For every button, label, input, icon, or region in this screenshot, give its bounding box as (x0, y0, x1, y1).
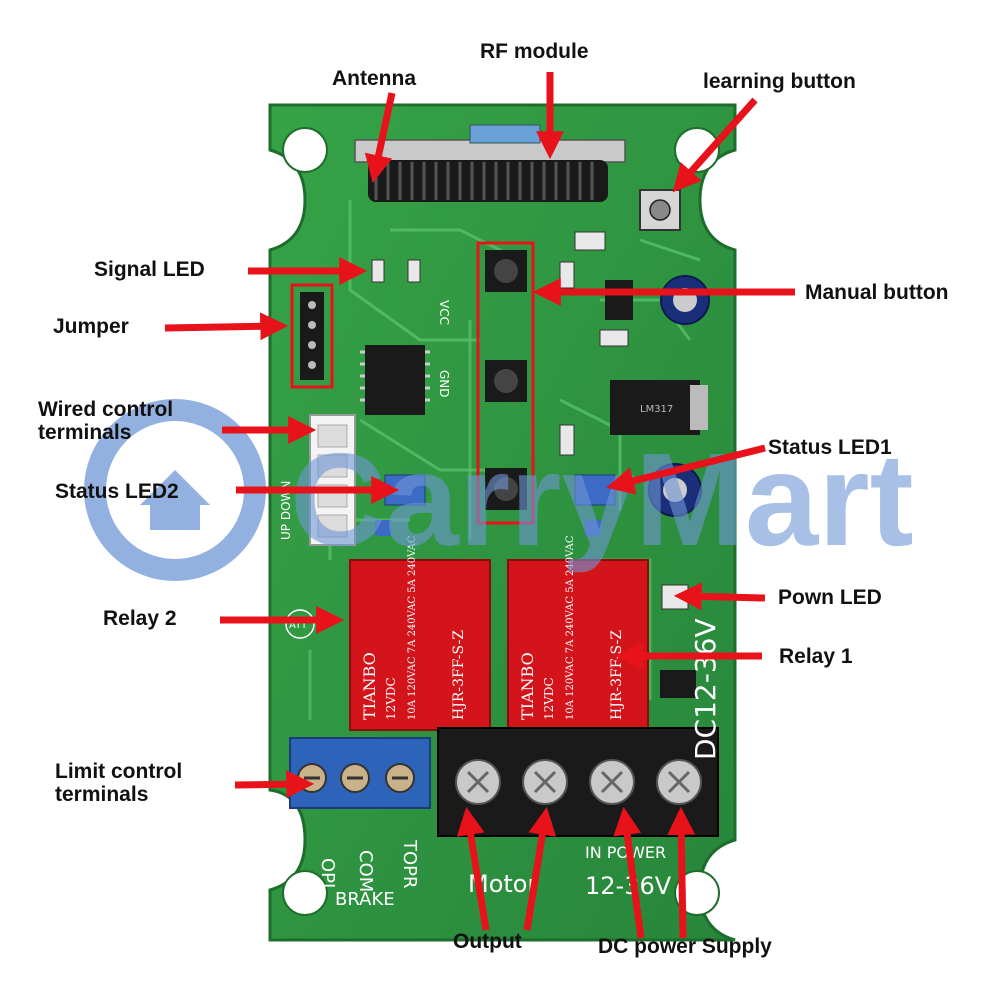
silk-vcc: VCC (437, 300, 451, 325)
label-status-led1: Status LED1 (768, 436, 892, 459)
label-rf-module: RF module (480, 40, 589, 63)
silk-att: ATT (289, 620, 308, 631)
silk-updown: UP DOWN (279, 481, 293, 540)
jumper (290, 283, 334, 389)
silk-dc: DC12-36V (689, 618, 722, 760)
relay-coil-1: 12VDC (384, 677, 398, 720)
arrow-learning-button (672, 97, 758, 193)
label-pown-led: Pown LED (778, 586, 882, 609)
relay-ratings-2: 10A 120VAC 7A 240VAC 5A 240VAC (565, 535, 576, 720)
label-signal-led: Signal LED (94, 258, 205, 281)
relay-brand-1: TIANBO (360, 652, 379, 720)
learning-button (639, 189, 681, 231)
arrow-pown-led (673, 582, 766, 611)
voltage-regulator: LM317 (610, 380, 708, 435)
limit-terminal-block (289, 737, 431, 809)
label-limit-control-2: terminals (55, 783, 149, 806)
relay-2 (349, 559, 491, 731)
silk-topr: TOPR (399, 839, 420, 889)
silk-voltage: 12-36V (585, 872, 672, 900)
label-dc-power: DC power Supply (598, 935, 772, 958)
label-jumper: Jumper (53, 315, 129, 338)
label-wired-control-2: terminals (38, 421, 132, 444)
label-status-led2: Status LED2 (55, 480, 179, 503)
arrow-output-1 (456, 806, 490, 931)
relay-ratings-1: 10A 120VAC 7A 240VAC 5A 240VAC (407, 535, 418, 720)
arrow-antenna (364, 92, 396, 183)
relay-brand-2: TIANBO (518, 652, 537, 720)
arrow-power-2 (667, 806, 696, 939)
relay-model-1: HJR-3FF-S-Z (451, 630, 467, 720)
label-limit-control-1: Limit control (55, 760, 183, 783)
label-output: Output (453, 930, 522, 953)
manual-buttons (476, 241, 535, 525)
arrow-output-2 (523, 806, 557, 931)
label-manual-button: Manual button (805, 281, 949, 304)
callout-arrows (164, 72, 795, 939)
label-wired-control-1: Wired control (38, 398, 174, 421)
antenna-coil (368, 160, 608, 202)
arrow-power-1 (613, 806, 645, 939)
silk-opi: OPI (317, 858, 338, 888)
arrow-jumper (164, 312, 289, 341)
arrow-limit-control (234, 770, 315, 799)
silk-gnd: GND (437, 370, 451, 398)
silk-com: COM (355, 850, 376, 892)
arrow-status-led1 (606, 444, 766, 495)
silk-reg: LM317 (640, 404, 673, 415)
power-terminal-block (437, 727, 719, 837)
silk-brake: BRAKE (335, 889, 395, 910)
ic-chip (360, 345, 430, 415)
silk-in-power: IN POWER (585, 843, 666, 862)
relay-model-2: HJR-3FF-S-Z (609, 630, 625, 720)
label-antenna: Antenna (332, 67, 416, 90)
label-relay2: Relay 2 (103, 607, 177, 630)
relay-coil-2: 12VDC (542, 677, 556, 720)
label-relay1: Relay 1 (779, 645, 853, 668)
label-learning-button: learning button (703, 70, 856, 93)
